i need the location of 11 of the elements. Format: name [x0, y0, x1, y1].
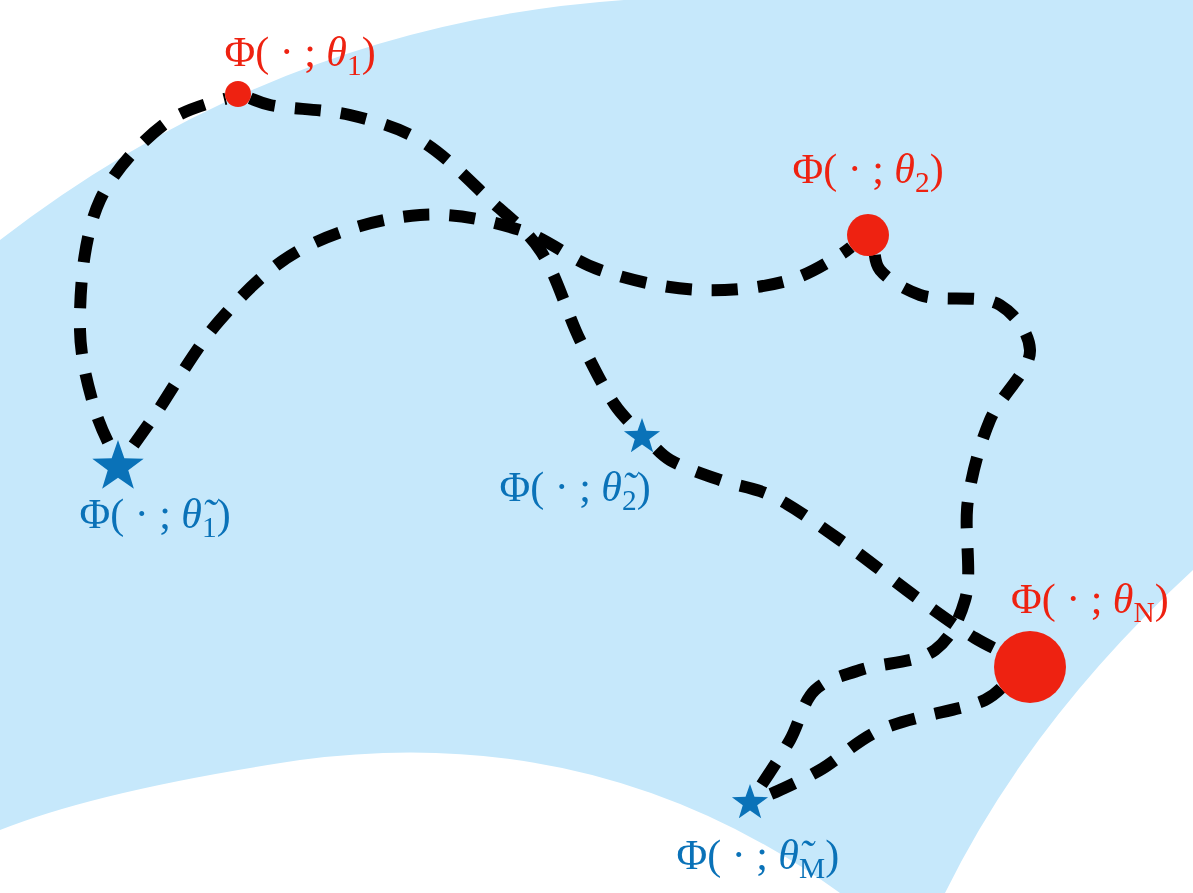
point-label: Φ( · ; θ$_{2}$): [792, 147, 944, 197]
point-label: Φ( · ; θ̃$_{2}$): [499, 465, 651, 515]
dashed-path: [248, 92, 635, 427]
dashed-path: [128, 208, 855, 449]
dashed-path: [755, 253, 1036, 791]
point-label: Φ( · ; θ̃$_{1}$): [79, 492, 231, 542]
point-label: Φ( · ; θ$_{1}$): [224, 30, 376, 80]
point-label: Φ( · ; θ$_{N}$): [1011, 577, 1169, 627]
dashed-path: [73, 92, 228, 445]
point-label: Φ( · ; θ̃$_{M}$): [676, 833, 840, 883]
point-dot: [225, 81, 251, 107]
